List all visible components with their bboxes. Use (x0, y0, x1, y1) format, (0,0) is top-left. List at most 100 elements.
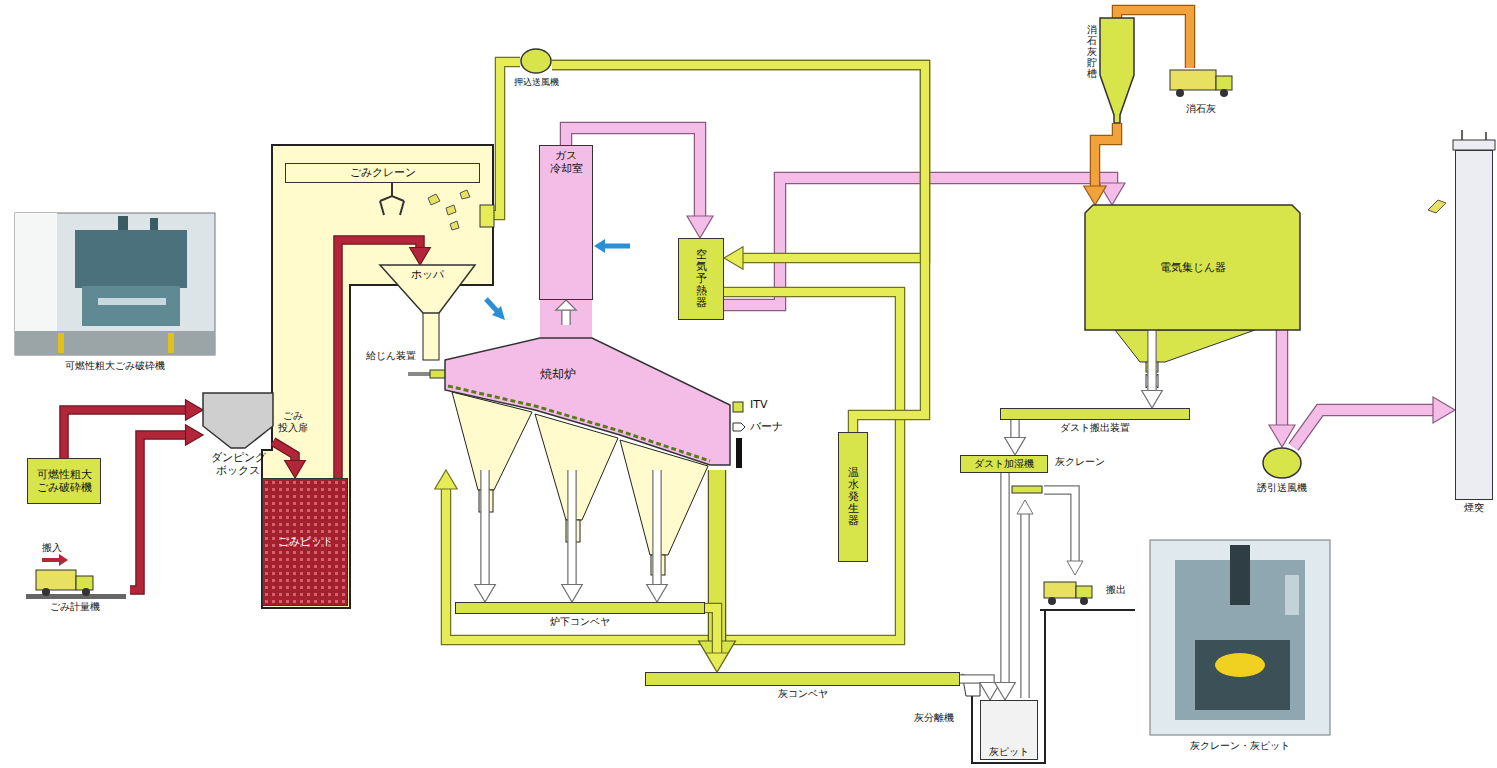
flow-line-outline (652, 470, 662, 585)
flow-line-outline (64, 410, 186, 458)
photo-duct (118, 216, 128, 232)
flow-line-outline (273, 442, 295, 461)
truck-wheel (42, 588, 50, 596)
white-flow-line (556, 300, 577, 325)
node-text: ごみ計量機 (50, 601, 100, 613)
flow-line-core (482, 470, 489, 585)
flow-line-core (64, 410, 186, 458)
white-flow-line (1142, 330, 1163, 408)
photo-stripe (58, 333, 64, 353)
arrowhead (724, 247, 743, 269)
node-text: 灰ピット (989, 746, 1029, 758)
incinerator-shape (445, 338, 730, 465)
yellow-flow-line (705, 608, 728, 672)
truck-wheel (82, 588, 90, 596)
incinerator: 焼却炉 (440, 325, 735, 470)
truck-wheel (1176, 89, 1184, 97)
air-preheater: 空気予熱器 (678, 238, 724, 320)
lime-silo-outline (1100, 18, 1134, 123)
air-arrow (486, 299, 497, 311)
white-flow-line (1005, 420, 1026, 455)
flow-line-outline (1293, 410, 1433, 447)
node-text: 電気集じん器 (1160, 261, 1226, 274)
white-flow-line (647, 470, 668, 602)
truck-body (36, 570, 76, 590)
node-text: 空気予熱器 (696, 249, 707, 309)
flow-line-core (1149, 330, 1156, 391)
ground-line (1040, 609, 1135, 611)
node-text: ダンピング ボックス (209, 451, 267, 477)
node-text: ホッパ (411, 268, 444, 281)
truck-cab (1216, 76, 1232, 90)
truck-wheel (1080, 597, 1088, 605)
flow-line-core (130, 435, 186, 590)
forced-draft-fan: 押込送風機 (520, 48, 552, 74)
incinerator-outline (440, 325, 735, 470)
flow-line-core (446, 292, 900, 640)
arrowhead (410, 248, 431, 266)
burner-symbol (733, 423, 745, 431)
flow-line-outline (1095, 123, 1117, 186)
ash-pit: 灰ピット (980, 700, 1038, 760)
node-text: ごみピット (278, 535, 333, 548)
truck-body (1044, 582, 1076, 598)
arrowhead (1142, 391, 1163, 409)
flow-line-outline (1147, 330, 1157, 391)
fire-grate (448, 386, 710, 461)
yellow-flow-line (552, 65, 925, 269)
furnace-end-wall (736, 438, 742, 468)
chute-flow-line (699, 470, 736, 672)
arrowhead (1084, 186, 1106, 205)
lime-truck: 消石灰 (1165, 68, 1237, 100)
crane-out-arrowhead (1067, 561, 1083, 575)
arrowhead (556, 300, 577, 310)
photo-duct (150, 218, 158, 232)
red-flow-line (130, 425, 203, 590)
arrowhead (995, 683, 1016, 701)
red-flow-line (273, 442, 305, 478)
hopper: ホッパ (380, 265, 475, 313)
flow-line-core (552, 65, 925, 258)
dumping-box-outline (203, 393, 273, 448)
truck-cab (76, 576, 93, 590)
photo-frame (1150, 540, 1330, 735)
photo-caption: 可燃性粗大ごみ破砕機 (15, 360, 215, 372)
arrowhead (186, 425, 204, 446)
photo-stripe (168, 333, 174, 353)
ash-conveyor: 灰コンベヤ (645, 672, 960, 686)
node-text: ごみクレーン (350, 166, 416, 179)
shredder-box: 可燃性粗大 ごみ破砕機 (27, 458, 101, 504)
arrowhead (562, 585, 583, 603)
truck-wheel (1220, 89, 1228, 97)
photo-slot (98, 298, 166, 305)
arrowhead (1433, 397, 1455, 423)
truck-body (1170, 70, 1216, 90)
part-label: 灰クレーン (1055, 456, 1105, 468)
flow-line-core (1012, 420, 1019, 438)
flow-line-outline (561, 310, 571, 325)
node-text: 焼却炉 (540, 367, 576, 381)
arrowhead (435, 470, 457, 489)
node-text: 灰コンベヤ (772, 688, 834, 700)
part-label: 給じん装置 (366, 350, 416, 362)
node-text: 消石灰貯槽 (1087, 24, 1097, 79)
part-label: バーナ (750, 420, 783, 433)
photo-machine (82, 286, 180, 326)
dumping-box: ダンピング ボックス (203, 393, 273, 448)
pink-flow-line (1293, 397, 1455, 447)
refuse-bit (428, 194, 440, 205)
electrostatic-precipitator-shape (1085, 205, 1300, 330)
arrowhead (647, 585, 668, 603)
flow-line-outline (1000, 473, 1010, 683)
hot-water-generator: 温水発生器 (838, 432, 868, 562)
crane-lift-arrow (1022, 512, 1029, 698)
red-flow-line (64, 400, 203, 458)
arrowhead (706, 653, 728, 672)
photo-window (1285, 575, 1299, 615)
feeder-ram (408, 372, 430, 376)
node-text: 誘引送風機 (1254, 482, 1310, 494)
photo-machine (75, 230, 187, 288)
crane-out-arrow (1044, 490, 1075, 562)
